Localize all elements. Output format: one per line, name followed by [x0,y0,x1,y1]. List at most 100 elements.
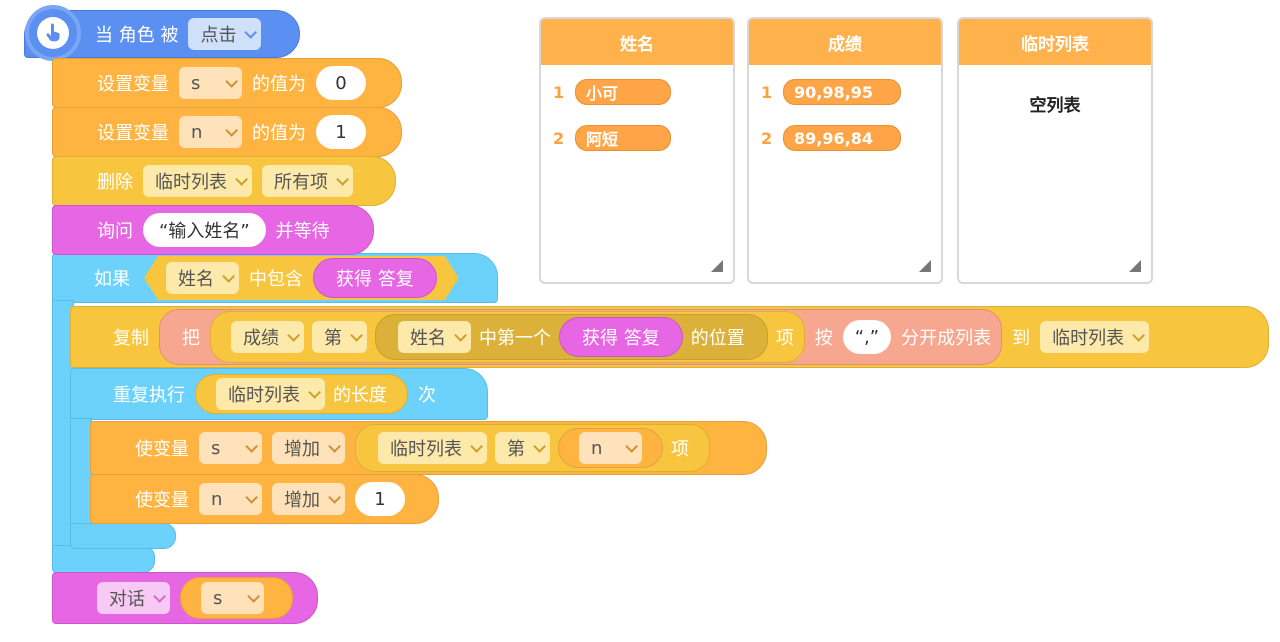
split-label: 分开成列表 [901,328,992,349]
copy-list-block[interactable]: 复制 把 成绩 第 姓名 中第一个 获得 答复 的位置 项 按 “,” 分开成列… [70,306,1269,368]
first-label: 中第一个 [479,328,551,349]
question-input[interactable]: “输入姓名” [143,213,266,247]
chevron-down-icon [222,270,235,283]
item-option-dropdown[interactable]: 所有项 [262,165,353,197]
chevron-down-icon [533,439,546,453]
empty-list-text: 空列表 [1029,96,1081,116]
if-label: 如果 [94,269,130,290]
list-length-reporter[interactable]: 临时列表 的长度 [195,374,408,414]
variable-dropdown[interactable]: s [179,67,242,99]
say-dropdown[interactable]: 对话 [97,582,170,614]
chevron-down-icon [247,589,260,603]
get-answer-reporter[interactable]: 获得 答复 [559,317,683,357]
value-label: 的值为 [252,123,306,144]
contains-label: 中包含 [249,269,303,290]
event-block[interactable]: 当 角色 被 点击 [24,5,300,61]
resize-handle-icon[interactable] [1129,260,1141,272]
copy-label: 复制 [113,328,149,349]
variable-reporter[interactable]: s [180,577,293,619]
list-item: 2 89,96,84 [761,121,941,155]
position-label: 的位置 [690,328,745,349]
repeat-block-bottom [70,523,176,549]
variable-dropdown[interactable]: s [201,582,264,614]
variable-reporter[interactable]: n [558,428,663,468]
event-label: 当 角色 被 [95,25,179,46]
say-block[interactable]: 对话 s [52,572,318,624]
chevron-down-icon [244,25,258,39]
chevron-down-icon [328,439,341,453]
xiang-label: 项 [671,439,689,460]
ask-block[interactable]: 询问 “输入姓名” 并等待 [52,205,374,255]
variable-dropdown[interactable]: n [199,483,262,515]
list-item-reporter[interactable]: 临时列表 第 n 项 [355,424,710,472]
operation-dropdown[interactable]: 增加 [272,432,345,464]
ba-label: 把 [182,328,200,349]
list-dropdown[interactable]: 临时列表 [143,165,252,197]
list-panel-name[interactable]: 姓名 1 小可 2 阿短 [539,17,735,284]
delete-list-block[interactable]: 删除 临时列表 所有项 [52,156,396,206]
list-item-index: 2 [553,128,565,148]
list-item: 2 阿短 [553,121,733,155]
list-dropdown[interactable]: 临时列表 [216,378,325,410]
repeat-header: 重复执行 临时列表 的长度 次 [113,371,436,417]
list-item-index: 1 [553,82,565,102]
delete-label: 删除 [97,172,133,193]
event-dropdown[interactable]: 点击 [188,18,262,50]
chevron-down-icon [1132,328,1146,342]
variable-dropdown[interactable]: n [179,116,242,148]
list-item-value[interactable]: 小可 [575,79,671,105]
chevron-down-icon [225,123,238,137]
target-list-dropdown[interactable]: 临时列表 [1040,321,1150,353]
list-dropdown[interactable]: 姓名 [398,321,471,353]
split-reporter[interactable]: 把 成绩 第 姓名 中第一个 获得 答复 的位置 项 按 “,” 分开成列表 [159,309,1003,365]
if-header: 如果 姓名 中包含 获得 答复 [94,255,459,301]
length-label: 的长度 [333,385,387,406]
value-input[interactable]: 0 [316,66,366,100]
chevron-down-icon [454,328,467,342]
di-dropdown[interactable]: 第 [312,321,367,353]
chevron-down-icon [308,385,321,399]
set-variable-n-block[interactable]: 设置变量 n 的值为 1 [52,107,402,157]
chevron-down-icon [470,439,483,453]
chevron-down-icon [153,589,166,603]
repeat-block-arm [70,418,92,528]
variable-dropdown[interactable]: n [579,432,642,464]
item-position-reporter[interactable]: 姓名 中第一个 获得 答复 的位置 [375,314,768,360]
separator-input[interactable]: “,” [842,320,892,354]
wait-label: 并等待 [275,221,330,242]
chevron-down-icon [350,328,363,342]
list-panel-temp[interactable]: 临时列表 空列表 [957,17,1153,284]
list-item-value[interactable]: 90,98,95 [783,79,901,105]
chevron-down-icon [287,328,300,342]
set-variable-label: 设置变量 [97,74,169,95]
list-item-reporter[interactable]: 成绩 第 姓名 中第一个 获得 答复 的位置 项 [210,311,805,363]
chevron-down-icon [625,439,638,453]
contains-condition[interactable]: 姓名 中包含 获得 答复 [144,256,459,300]
list-item-value[interactable]: 89,96,84 [783,125,901,151]
list-item: 1 90,98,95 [761,75,941,109]
list-dropdown[interactable]: 成绩 [231,321,304,353]
operation-dropdown[interactable]: 增加 [272,483,345,515]
value-input[interactable]: 1 [316,115,366,149]
get-answer-reporter[interactable]: 获得 答复 [313,258,437,298]
list-panel-score[interactable]: 成绩 1 90,98,95 2 89,96,84 [747,17,943,284]
set-variable-label: 设置变量 [97,123,169,144]
resize-handle-icon[interactable] [919,260,931,272]
list-dropdown[interactable]: 姓名 [166,262,239,294]
change-variable-s-block[interactable]: 使变量 s 增加 临时列表 第 n 项 [90,421,767,475]
chevron-down-icon [245,490,258,504]
chevron-down-icon [225,74,238,88]
di-dropdown[interactable]: 第 [495,432,550,464]
resize-handle-icon[interactable] [711,260,723,272]
change-variable-n-block[interactable]: 使变量 n 增加 1 [90,474,439,524]
dao-label: 到 [1012,328,1031,349]
list-item-value[interactable]: 阿短 [575,125,671,151]
value-label: 的值为 [252,74,306,95]
value-input[interactable]: 1 [355,482,405,516]
set-variable-s-block[interactable]: 设置变量 s 的值为 0 [52,58,402,108]
hand-pointer-icon [25,5,81,61]
xiang-label: 项 [775,328,794,349]
list-item-index: 1 [761,82,773,102]
variable-dropdown[interactable]: s [199,432,262,464]
list-dropdown[interactable]: 临时列表 [378,432,487,464]
